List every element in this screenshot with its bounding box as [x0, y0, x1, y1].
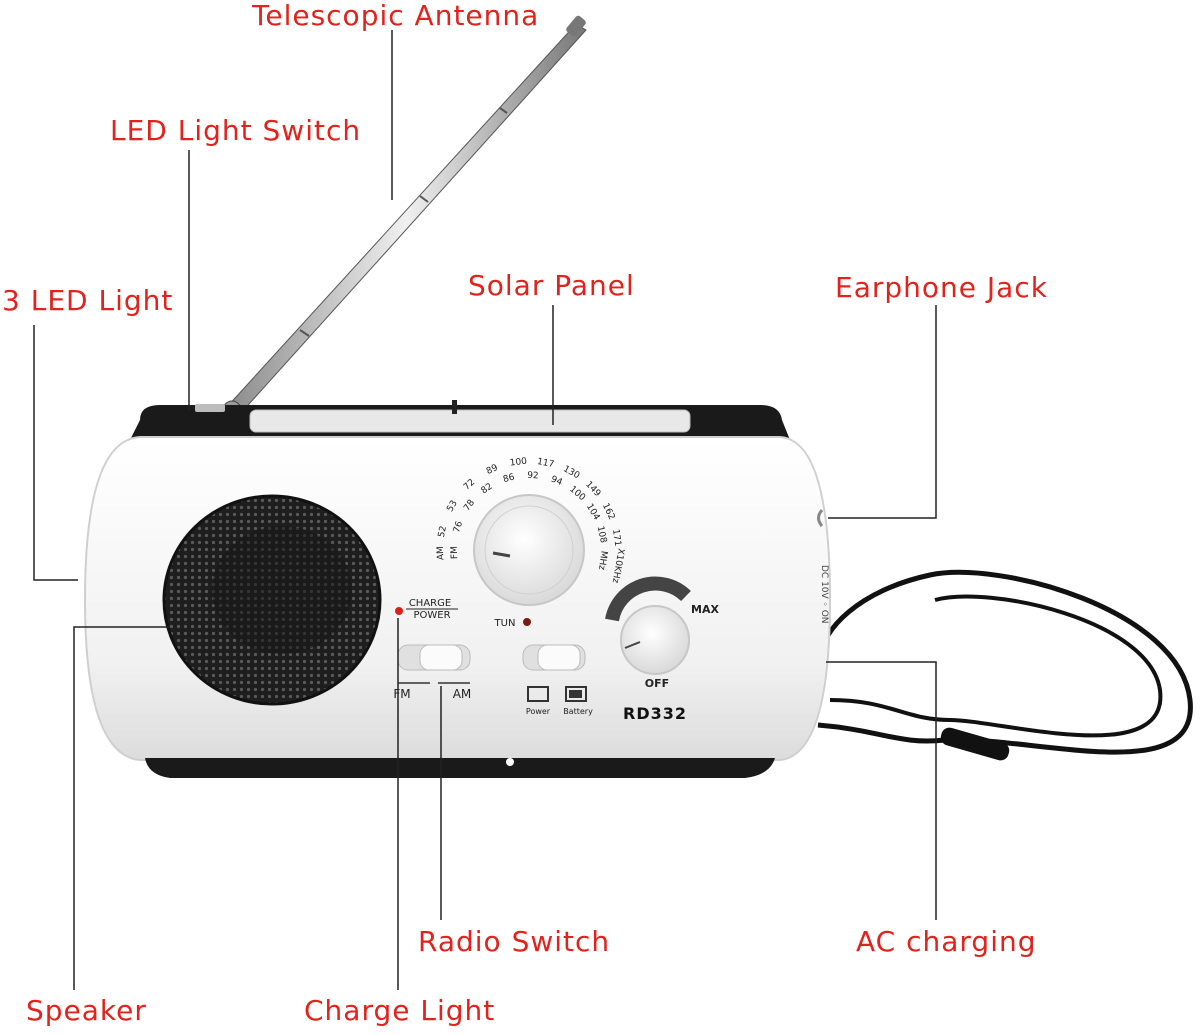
leader-earphone-jack — [828, 305, 937, 519]
power-battery-switch — [522, 644, 587, 702]
volume-off-label: OFF — [645, 677, 669, 690]
lanyard-toggle — [940, 727, 1010, 761]
leader-ac-charging — [826, 661, 937, 920]
callout-radio-switch: Radio Switch — [418, 925, 611, 958]
dial-outer-tick-4: 100 — [509, 457, 528, 469]
earphone-jack — [817, 509, 824, 527]
callout-led-light-switch: LED Light Switch — [110, 114, 362, 147]
callout-earphone-jack: Earphone Jack — [835, 271, 1048, 304]
dial-inner-tick-3: 86 — [502, 472, 516, 485]
battery-icon-label: Battery — [563, 707, 593, 716]
leader-3-led-light — [33, 325, 78, 581]
power-label: POWER — [413, 610, 450, 621]
dial-band-am: AM — [436, 546, 446, 560]
dial-inner-tick-4: 92 — [527, 471, 539, 482]
am-label: AM — [453, 687, 472, 701]
bottom-base — [145, 758, 775, 778]
leader-speaker — [73, 626, 170, 990]
volume-knob — [605, 576, 691, 675]
lanyard-strap-inner — [829, 594, 1163, 738]
leader-lines — [33, 30, 937, 990]
dial-inner-tick-5: 94 — [549, 474, 564, 488]
callout-3-led-light: 3 LED Light — [2, 284, 174, 317]
callout-speaker: Speaker — [26, 994, 147, 1027]
led-light-switch — [195, 404, 225, 412]
tun-label: TUN — [494, 618, 516, 629]
model-label: RD332 — [623, 704, 687, 723]
callout-ac-charging: AC charging — [856, 925, 1037, 958]
charge-light-indicator — [395, 607, 403, 615]
dial-inner-tick-8: 108 — [595, 525, 608, 544]
volume-max-label: MAX — [691, 603, 719, 616]
radio-switch — [397, 644, 471, 684]
dial-inner-tick-0: 76 — [452, 520, 465, 534]
dial-outer-tick-0: 52 — [437, 525, 449, 538]
dial-band-fm: FM — [450, 546, 460, 559]
tuning-indicator — [523, 618, 531, 626]
dial-outer-tick-9: 171 — [610, 529, 622, 547]
telescopic-antenna — [222, 15, 587, 420]
speaker-grille — [162, 494, 382, 706]
dial-unit-fm: MHz — [596, 550, 609, 571]
dial-outer-tick-3: 89 — [485, 463, 500, 477]
callout-telescopic-antenna: Telescopic Antenna — [252, 0, 540, 32]
fm-label: FM — [393, 687, 410, 701]
lanyard-strap — [817, 569, 1193, 755]
power-icon-label: Power — [526, 707, 551, 716]
callout-solar-panel: Solar Panel — [468, 269, 635, 302]
tuning-knob — [473, 494, 585, 606]
side-panel-text: DC 10V ◦ ON — [819, 565, 829, 624]
solar-panel — [249, 409, 691, 433]
callout-charge-light: Charge Light — [304, 994, 496, 1027]
dial-outer-tick-1: 53 — [445, 499, 459, 514]
dial-outer-tick-5: 117 — [536, 457, 555, 470]
charge-label: CHARGE — [409, 598, 451, 609]
